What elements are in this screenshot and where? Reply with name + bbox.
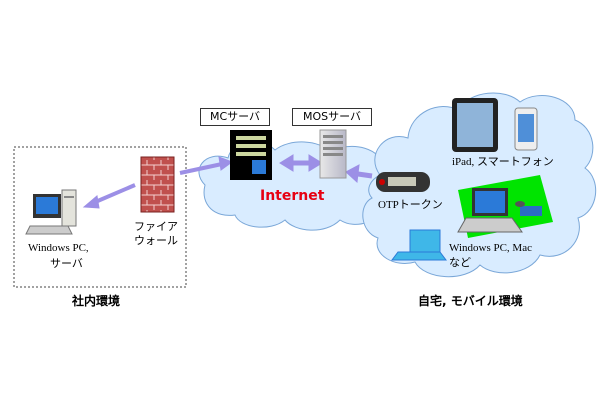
mc-server-icon (230, 130, 272, 180)
arrow-firewall-to-internet (179, 156, 234, 175)
remote-pc-label-line2: など (449, 256, 471, 269)
laptop-icon (391, 229, 447, 261)
office-pc-label-line2: サーバ (50, 257, 83, 270)
office-pc-label-line1: Windows PC, (28, 242, 89, 254)
office-caption: 社内環境 (72, 294, 121, 308)
office-pc-icon (25, 189, 77, 235)
arrow-mos-otp (345, 164, 373, 184)
ipad-icon (452, 98, 498, 152)
internet-label: Internet (260, 188, 325, 204)
mos-server-label: MOSサーバ (292, 108, 372, 126)
smartphone-icon (514, 107, 538, 151)
firewall-label-line1: ファイア (134, 220, 178, 233)
mc-server-label: MCサーバ (200, 108, 270, 126)
firewall-icon (140, 156, 175, 213)
office-boundary (13, 146, 187, 288)
firewall-label-line2: ウォール (134, 234, 178, 247)
arrow-firewall-to-pc (82, 183, 136, 209)
mos-server-icon (319, 129, 347, 179)
remote-pc-label-line1: Windows PC, Mac (449, 242, 532, 254)
ipad-label: iPad, スマートフォン (452, 156, 554, 168)
arrow-mc-mos (279, 154, 323, 172)
remote-pc-icon (457, 175, 553, 238)
remote-caption: 自宅, モバイル環境 (418, 294, 523, 308)
otp-token-icon (376, 172, 430, 192)
otp-label: OTPトークン (378, 199, 443, 211)
